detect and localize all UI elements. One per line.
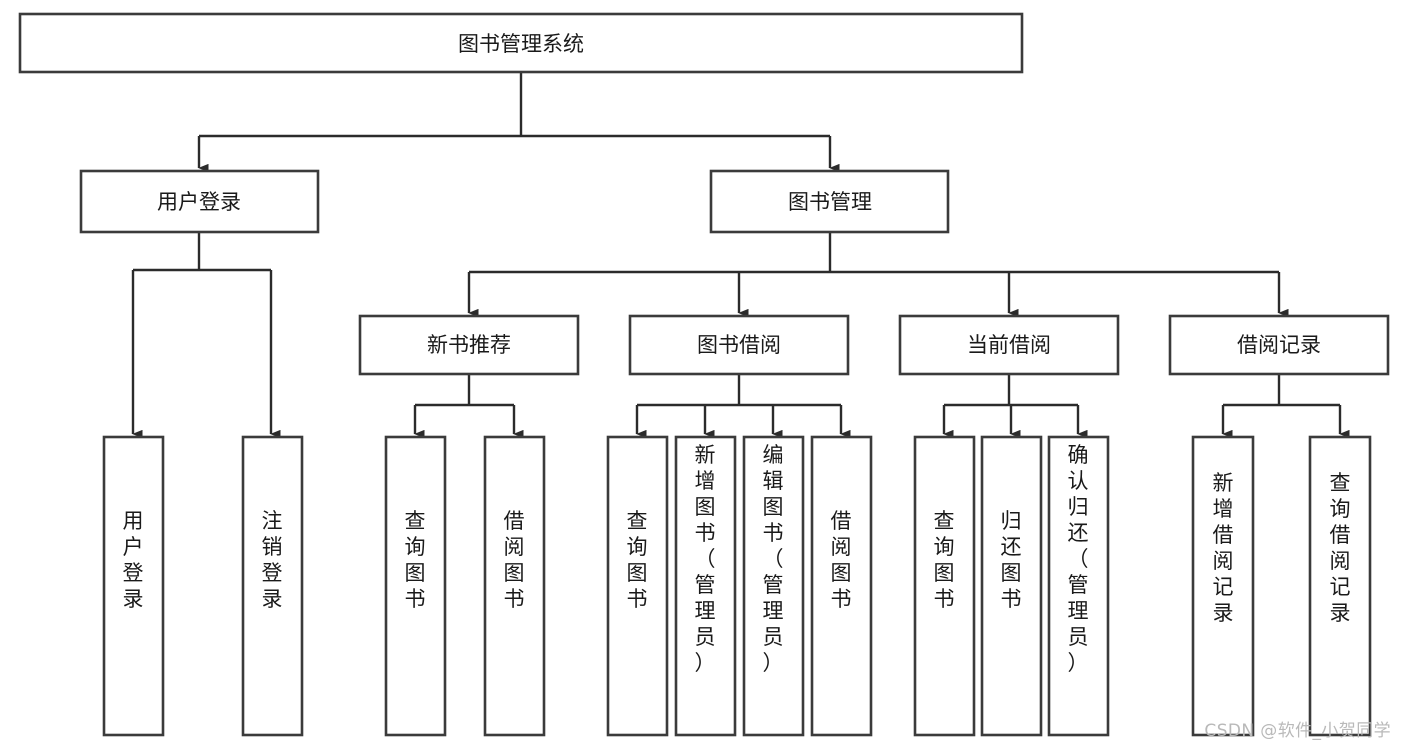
book-management-box[interactable] [709, 169, 950, 234]
leaf-user-login-box[interactable] [102, 435, 165, 737]
node-book-management[interactable]: 图书管理 [709, 169, 950, 234]
borrow-record-box[interactable] [1168, 314, 1390, 376]
node-borrow-record[interactable]: 借阅记录 [1168, 314, 1390, 376]
leaf-edit-book-label: 编辑图书（管理员） [763, 443, 784, 675]
leaf-query-book-3[interactable]: 查询图书 [913, 435, 976, 737]
leaf-confirm-return-box[interactable] [1047, 435, 1110, 737]
leaf-user-logout-box[interactable] [241, 435, 304, 737]
node-current-borrow[interactable]: 当前借阅 [898, 314, 1120, 376]
leaf-add-record-box[interactable] [1191, 435, 1255, 737]
leaf-add-book-box[interactable] [674, 435, 737, 737]
leaf-user-logout-label: 注销登录 [262, 509, 283, 611]
leaf-edit-book[interactable]: 编辑图书（管理员） [742, 435, 805, 737]
leaf-add-record[interactable]: 新增借阅记录 [1191, 435, 1255, 737]
root-label: 图书管理系统 [458, 32, 584, 56]
leaf-query-record[interactable]: 查询借阅记录 [1308, 435, 1372, 737]
leaf-return-book-box[interactable] [980, 435, 1043, 737]
leaf-query-book-1-box[interactable] [384, 435, 447, 737]
leaf-confirm-return-label: 确认归还（管理员） [1068, 443, 1089, 675]
leaf-query-book-2[interactable]: 查询图书 [606, 435, 669, 737]
leaf-query-book-2-label: 查询图书 [627, 509, 648, 611]
leaf-borrow-book-2-label: 借阅图书 [831, 509, 852, 611]
leaf-return-book[interactable]: 归还图书 [980, 435, 1043, 737]
node-book-borrow[interactable]: 图书借阅 [628, 314, 850, 376]
leaf-user-login-label: 用户登录 [123, 509, 144, 611]
borrow-record-label: 借阅记录 [1237, 333, 1321, 357]
leaf-borrow-book-2[interactable]: 借阅图书 [810, 435, 873, 737]
leaf-query-record-box[interactable] [1308, 435, 1372, 737]
leaf-borrow-book-1-box[interactable] [483, 435, 546, 737]
user-login-box[interactable] [79, 169, 320, 234]
leaf-query-record-label: 查询借阅记录 [1330, 471, 1351, 625]
connector-layer [131, 72, 1350, 439]
leaf-borrow-book-1[interactable]: 借阅图书 [483, 435, 546, 737]
node-user-login[interactable]: 用户登录 [79, 169, 320, 234]
leaf-query-book-1[interactable]: 查询图书 [384, 435, 447, 737]
user-login-label: 用户登录 [157, 190, 241, 214]
leaf-add-record-label: 新增借阅记录 [1213, 471, 1234, 625]
node-new-book-recommend[interactable]: 新书推荐 [358, 314, 580, 376]
node-root[interactable]: 图书管理系统 [18, 12, 1024, 74]
book-management-label: 图书管理 [788, 190, 872, 214]
book-borrow-box[interactable] [628, 314, 850, 376]
leaf-confirm-return[interactable]: 确认归还（管理员） [1047, 435, 1110, 737]
leaf-query-book-1-label: 查询图书 [405, 509, 426, 611]
current-borrow-box[interactable] [898, 314, 1120, 376]
leaf-query-book-3-label: 查询图书 [934, 509, 955, 611]
leaf-user-login[interactable]: 用户登录 [102, 435, 165, 737]
leaf-edit-book-box[interactable] [742, 435, 805, 737]
current-borrow-label: 当前借阅 [967, 333, 1051, 357]
book-borrow-label: 图书借阅 [697, 333, 781, 357]
leaf-query-book-3-box[interactable] [913, 435, 976, 737]
new-book-recommend-box[interactable] [358, 314, 580, 376]
leaf-add-book-label: 新增图书（管理员） [695, 443, 716, 675]
leaf-borrow-book-1-label: 借阅图书 [504, 509, 525, 611]
leaf-borrow-book-2-box[interactable] [810, 435, 873, 737]
root-box[interactable] [18, 12, 1024, 74]
leaf-add-book[interactable]: 新增图书（管理员） [674, 435, 737, 737]
leaf-user-logout[interactable]: 注销登录 [241, 435, 304, 737]
csdn-watermark: CSDN @软件_小贺同学 [1204, 721, 1391, 741]
new-book-recommend-label: 新书推荐 [427, 333, 511, 357]
leaf-return-book-label: 归还图书 [1001, 509, 1022, 611]
leaf-query-book-2-box[interactable] [606, 435, 669, 737]
